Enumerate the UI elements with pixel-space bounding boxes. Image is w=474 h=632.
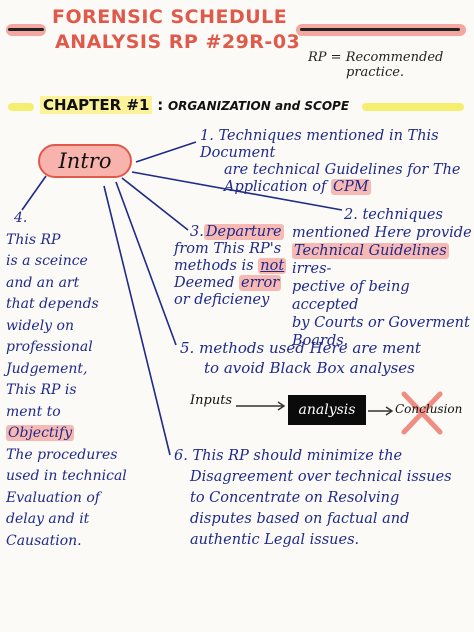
note-4-number: 4. [14,210,28,226]
note-4: 4. This RP is a sceince and an art that … [6,208,127,552]
note-2: 2. techniques mentioned Here provide Tec… [292,206,474,350]
title-line-left [8,28,44,31]
note-4-line-14: Causation. [6,532,82,549]
note-6-text-1: This RP should minimize the [192,448,403,464]
chapter-colon: : [157,96,164,114]
note-5-number: 5. [180,339,195,357]
flow-analysis-label: analysis [298,402,356,418]
flow-conclusion: Conclusion [395,402,463,416]
note-4-line-1: This RP [6,231,61,248]
note-3-line-3: methods is not [174,258,287,275]
rp-note-line-2: practice. [346,65,405,80]
note-6-line-5: authentic Legal issues. [190,532,360,548]
chapter-subtitle: ORGANIZATION and SCOPE [167,99,350,113]
intro-bubble: Intro [38,144,132,178]
note-4-line-3: and an art [6,274,80,291]
note-4-line-9: ment to [6,403,61,420]
note-3-line-4: Deemed error [174,275,286,292]
note-6-number: 6. [174,448,188,464]
note-3-line-2: from This RP's [174,241,282,257]
note-5: 5. methods used Here are ment to avoid B… [180,338,421,378]
note-4-line-4: that depends [6,296,99,312]
note-1-cpm: CPM [330,179,371,195]
note-2-technical-guidelines: Technical Guidelines [292,243,449,259]
note-4-line-7: Judgement, [6,360,88,377]
note-4-objectify-row: Objectify [6,423,127,445]
note-1-text-3: Application of [224,179,327,195]
chapter-bar-left [8,103,34,111]
note-5-text-1: methods used Here are ment [199,339,421,357]
note-2-line-6: Boards. [292,333,349,349]
chapter-bar-right [362,103,464,111]
note-1-line-3: Application of CPM [200,179,474,196]
note-3-text-4: Deemed [174,275,235,291]
note-1-line-1: 1. Techniques mentioned in This Document [200,128,474,162]
note-3-text-3: methods is [174,258,254,274]
note-3-departure: Departure [203,224,284,240]
title-line-1: FORENSIC SCHEDULE [52,6,288,28]
note-2-line-5: by Courts or Goverment [292,315,470,331]
note-4-line-6: professional [6,339,93,355]
note-4-line-5: widely on [6,317,74,334]
chapter-label: CHAPTER #1 [40,96,153,114]
note-6-line-1: 6. This RP should minimize the [174,446,452,467]
note-2-line-1: 2. techniques [292,206,474,224]
note-6-line-3: to Concentrate on Resolving [190,490,400,506]
flow-inputs: Inputs [190,393,233,408]
note-2-number: 2. [344,207,358,223]
note-3-not: not [258,258,287,274]
note-4-line-8: This RP is [6,382,77,398]
note-4-objectify: Objectify [6,425,75,441]
rp-note: RP = Recommended practice. [308,50,443,80]
note-1-line-2: are technical Guidelines for The [224,162,461,178]
note-5-line-1: 5. methods used Here are ment [180,338,421,358]
note-6: 6. This RP should minimize the Disagreem… [174,446,452,551]
note-1: 1. Techniques mentioned in This Document… [200,128,474,196]
rp-note-line-1: RP = Recommended [308,50,444,65]
note-4-line-12: Evaluation of [6,489,100,506]
note-1-text-1: Techniques mentioned in This Document [200,128,439,161]
note-4-line-2: is a sceince [6,253,88,269]
note-2-line-2: mentioned Here provide [292,225,472,241]
title-line-2: ANALYSIS RP #29R-03 [55,31,301,53]
flow-analysis-box: analysis [288,395,366,425]
note-3: 3.Departure from This RP's methods is no… [174,224,287,309]
note-3-line-1: 3.Departure [174,224,286,241]
note-3-error: error [239,275,282,291]
note-3-number: 3. [190,224,204,240]
title-line-right [300,28,460,31]
note-5-line-2: to avoid Black Box analyses [204,359,415,377]
note-3-line-5: or deficieney [174,292,270,308]
chapter-heading: CHAPTER #1 : ORGANIZATION and SCOPE [40,96,349,114]
note-4-line-11: used in technical [6,468,127,484]
note-2-text-1: techniques [362,207,443,223]
note-6-line-4: disputes based on factual and [190,511,410,527]
note-2-text-3: irres- [292,261,332,277]
note-6-line-2: Disagreement over technical issues [190,469,452,485]
note-4-line-13: delay and it [6,511,90,527]
note-4-line-10: The procedures [6,446,118,463]
note-1-number: 1. [200,128,214,144]
intro-label: Intro [58,149,112,173]
note-2-line-4: pective of being accepted [292,279,410,313]
note-2-line-3: Technical Guidelines irres- [292,242,474,278]
